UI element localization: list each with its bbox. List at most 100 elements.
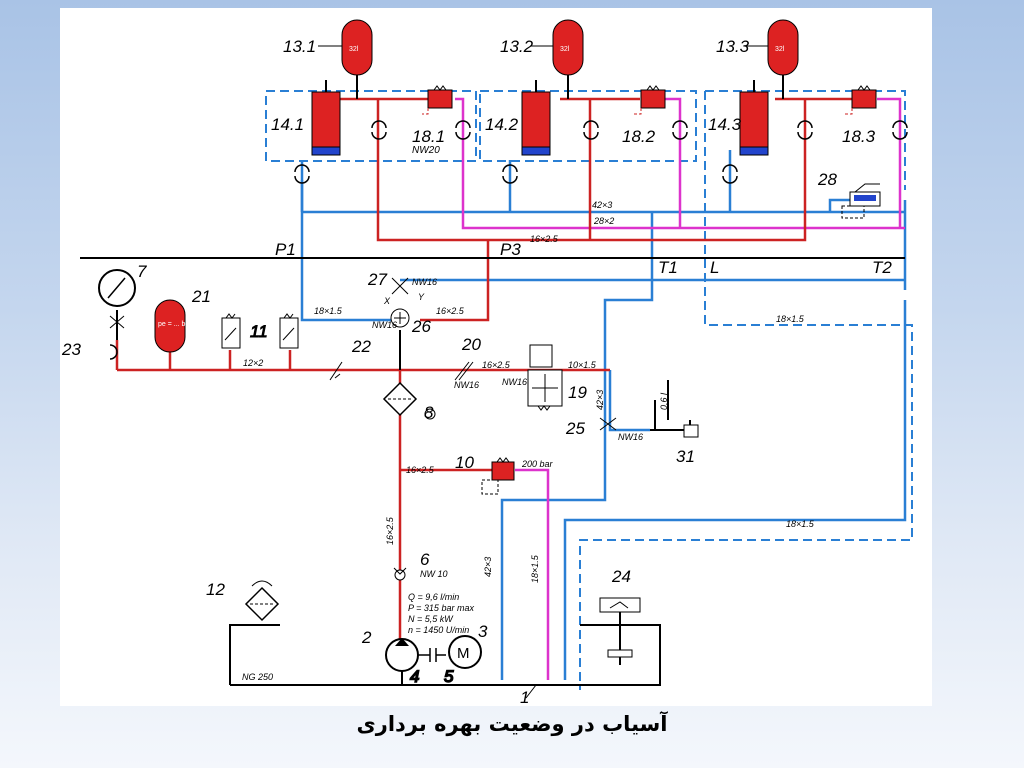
throttle-20: 20 NW16 [454, 335, 481, 390]
acc-volume: 32l [349, 46, 359, 53]
coupling-4-5: 4 5 [409, 648, 455, 687]
port-x: X [383, 296, 391, 306]
label-24: 24 [611, 567, 631, 586]
pipe-16x25-top: 16×2.5 [530, 234, 559, 244]
label-14-3: 14.3 [708, 115, 742, 134]
relief-valve-18-1: 18.1 NW20 [412, 85, 453, 156]
label-13-1: 13.1 [283, 37, 316, 56]
label-8: 8 [424, 403, 434, 422]
label-12: 12 [206, 580, 225, 599]
diagram-panel [60, 8, 932, 706]
nw16-e: NW16 [618, 432, 643, 442]
pipe-16x25-v: 16×2.5 [385, 516, 395, 545]
label-13-2: 13.2 [500, 37, 534, 56]
label-3: 3 [478, 622, 488, 641]
spec-q: Q = 9,6 l/min [408, 592, 459, 602]
label-18-3: 18.3 [842, 127, 876, 146]
c31-box: 0.6 l [659, 392, 669, 410]
accumulator-13-2: 32l 13.2 [500, 19, 584, 99]
return-lines [300, 150, 907, 680]
port-y: Y [418, 292, 425, 302]
motor-3: M 3 [448, 622, 488, 669]
label-19: 19 [568, 383, 587, 402]
relief-valve-18-2: 18.2 [622, 85, 666, 146]
pilot-lines [455, 97, 905, 680]
pipe-42x3: 42×3 [592, 200, 612, 210]
filter-8: 8 [382, 381, 436, 422]
check-valve-6: 6 NW 10 [393, 550, 448, 581]
pipe-10x15: 10×1.5 [568, 360, 597, 370]
label-t2: T2 [872, 258, 892, 277]
label-28: 28 [817, 170, 837, 189]
label-4: 4 [410, 667, 419, 686]
label-26: 26 [411, 317, 431, 336]
accumulator-13-3: 32l 13.3 [716, 19, 799, 99]
pipe-42x3-low: 42×3 [483, 557, 493, 577]
nw16-c: NW16 [454, 380, 479, 390]
label-p3: P3 [500, 240, 521, 259]
tank-label-1: 1 [520, 684, 537, 706]
label-5: 5 [444, 667, 454, 686]
hose-couplings [109, 120, 908, 360]
label-21: 21 [191, 287, 211, 306]
label-18-2: 18.2 [622, 127, 656, 146]
accumulator-21: pe = ... bar 21 [154, 287, 211, 353]
label-2: 2 [361, 628, 372, 647]
pipe-16x25-20: 16×2.5 [482, 360, 511, 370]
pump-2: 2 [361, 628, 419, 685]
valve-27: 27 NW16 X Y [367, 270, 437, 306]
hydraulic-schematic: 32l 13.1 32l 13.2 32l 13.3 14.1 14.2 14.… [61, 19, 913, 706]
label-27: 27 [367, 270, 387, 289]
spec-p: P = 315 bar max [408, 603, 474, 613]
acc-volume: 32l [560, 46, 570, 53]
pipe-18x15-p1: 18×1.5 [314, 306, 343, 316]
pipe-18x15-a: 18×1.5 [776, 314, 805, 324]
label-1: 1 [520, 688, 529, 706]
label-11: 11 [250, 322, 268, 341]
label-6: 6 [420, 550, 430, 569]
label-13-3: 13.3 [716, 37, 750, 56]
label-200bar: 200 bar [521, 459, 554, 469]
pipe-28x2: 28×2 [593, 216, 614, 226]
pressure-gauge-7: 7 [98, 262, 147, 329]
label-22: 22 [351, 337, 371, 356]
spec-n: N = 5,5 kW [408, 614, 454, 624]
valve-25: 25 NW16 [565, 417, 643, 442]
label-l: L [710, 258, 719, 277]
label-20: 20 [461, 335, 481, 354]
label-p1: P1 [275, 240, 296, 259]
pump-specs: Q = 9,6 l/min P = 315 bar max N = 5,5 kW… [408, 592, 474, 635]
relief-valve-18-3: 18.3 [842, 85, 877, 146]
pressure-switches-11: 11 [221, 313, 299, 349]
nw10: NW 10 [420, 569, 448, 579]
acc-volume: 32l [775, 46, 785, 53]
valve-26: 26 NW16 [372, 308, 431, 336]
label-14-2: 14.2 [485, 115, 519, 134]
breather-12: 12 NG 250 [206, 580, 280, 682]
label-25: 25 [565, 419, 585, 438]
pipe-16x25-10: 16×2.5 [406, 465, 435, 475]
ng250: NG 250 [242, 672, 273, 682]
slide-caption: آسیاب در وضعیت بهره برداری [356, 712, 668, 736]
accumulator-13-1: 32l 13.1 [283, 19, 373, 99]
label-14-1: 14.1 [271, 115, 304, 134]
cylinder-14-1: 14.1 [271, 80, 341, 156]
label-18-1: 18.1 [412, 127, 445, 146]
solenoid-valve-19: 19 NW16 [502, 344, 587, 411]
label-10: 10 [455, 453, 474, 472]
relief-valve-10: 10 200 bar [455, 453, 554, 495]
pipe-16x25-27: 16×2.5 [436, 306, 465, 316]
nw16-a: NW16 [412, 277, 437, 287]
component-31: 0.6 l 31 [659, 392, 699, 466]
pipe-18x15-low: 18×1.5 [530, 554, 540, 583]
pipe-42x3-v: 42×3 [595, 390, 605, 410]
label-t1: T1 [658, 258, 678, 277]
unit-enclosures [265, 90, 913, 690]
label-nw20: NW20 [412, 145, 440, 156]
cylinder-14-3: 14.3 [708, 80, 769, 156]
label-31: 31 [676, 447, 695, 466]
component-28: 28 [817, 170, 881, 219]
throttle-22: 22 [329, 337, 371, 381]
nw16-b: NW16 [372, 320, 397, 330]
pipe-12x2: 12×2 [243, 358, 263, 368]
